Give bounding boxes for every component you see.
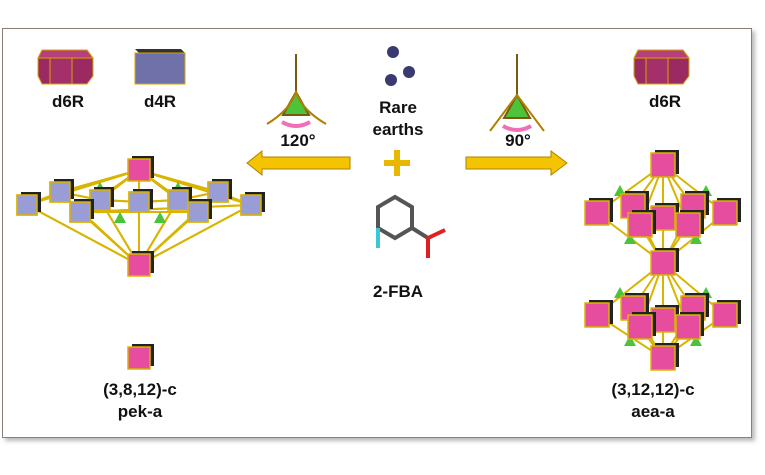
d6r-node xyxy=(127,346,151,370)
d6r-node xyxy=(675,212,701,238)
right-connectivity-label: (3,12,12)-c xyxy=(611,380,695,399)
d6r-node xyxy=(650,152,676,178)
rare-earths-label-line1: Rare xyxy=(379,98,417,117)
d4r-node xyxy=(69,201,91,223)
arrow-left-icon xyxy=(246,149,351,177)
triangle-node xyxy=(690,233,702,244)
right-net-name: aea-a xyxy=(631,402,675,421)
d4r-cube-icon xyxy=(134,49,186,85)
d6r-prism-icon xyxy=(37,49,94,85)
d4r-node xyxy=(128,191,150,213)
d6r-node xyxy=(584,302,610,328)
d4r-node xyxy=(207,181,229,203)
triangle-node xyxy=(114,212,126,223)
d4r-node xyxy=(187,201,209,223)
d6r-label-right: d6R xyxy=(648,92,682,111)
arrow-right-icon xyxy=(465,150,568,176)
d6r-label: d6R xyxy=(51,92,85,111)
rare-earth-atoms-icon xyxy=(385,46,415,86)
d6r-node xyxy=(127,253,151,277)
d4r-node xyxy=(167,189,189,211)
pek-a-framework xyxy=(16,156,265,370)
angle-120-label: 120° xyxy=(280,131,316,150)
d6r-node xyxy=(712,302,738,328)
d6r-node xyxy=(127,158,151,182)
d6r-node xyxy=(650,345,676,371)
d6r-node xyxy=(627,212,653,238)
d6r-prism-icon-right xyxy=(633,49,690,85)
rare-earths-label-line2: earths xyxy=(372,120,424,139)
linker-120-icon xyxy=(266,54,327,128)
d6r-node xyxy=(627,314,653,340)
d4r-label: d4R xyxy=(143,92,177,111)
d4r-node xyxy=(49,181,71,203)
d6r-node xyxy=(712,200,738,226)
framework-edge xyxy=(26,204,140,266)
d6r-node xyxy=(650,250,676,276)
ligand-label: 2-FBA xyxy=(372,282,424,301)
2-fba-molecule-icon xyxy=(376,194,446,258)
triangle-node xyxy=(690,335,702,346)
d6r-node xyxy=(675,314,701,340)
linker-90-icon xyxy=(489,54,545,132)
framework-edge xyxy=(138,169,252,206)
left-net-name: pek-a xyxy=(117,402,163,421)
triangle-node xyxy=(154,212,166,223)
framework-edge xyxy=(138,204,252,266)
d6r-node xyxy=(584,200,610,226)
triangle-node xyxy=(624,233,636,244)
aea-a-framework xyxy=(584,150,741,371)
left-connectivity-label: (3,8,12)-c xyxy=(103,380,177,399)
d4r-node xyxy=(16,194,38,216)
triangle-node xyxy=(624,335,636,346)
plus-icon xyxy=(384,150,410,176)
d4r-node xyxy=(240,194,262,216)
angle-90-label: 90° xyxy=(505,131,531,150)
framework-edge xyxy=(79,204,252,213)
